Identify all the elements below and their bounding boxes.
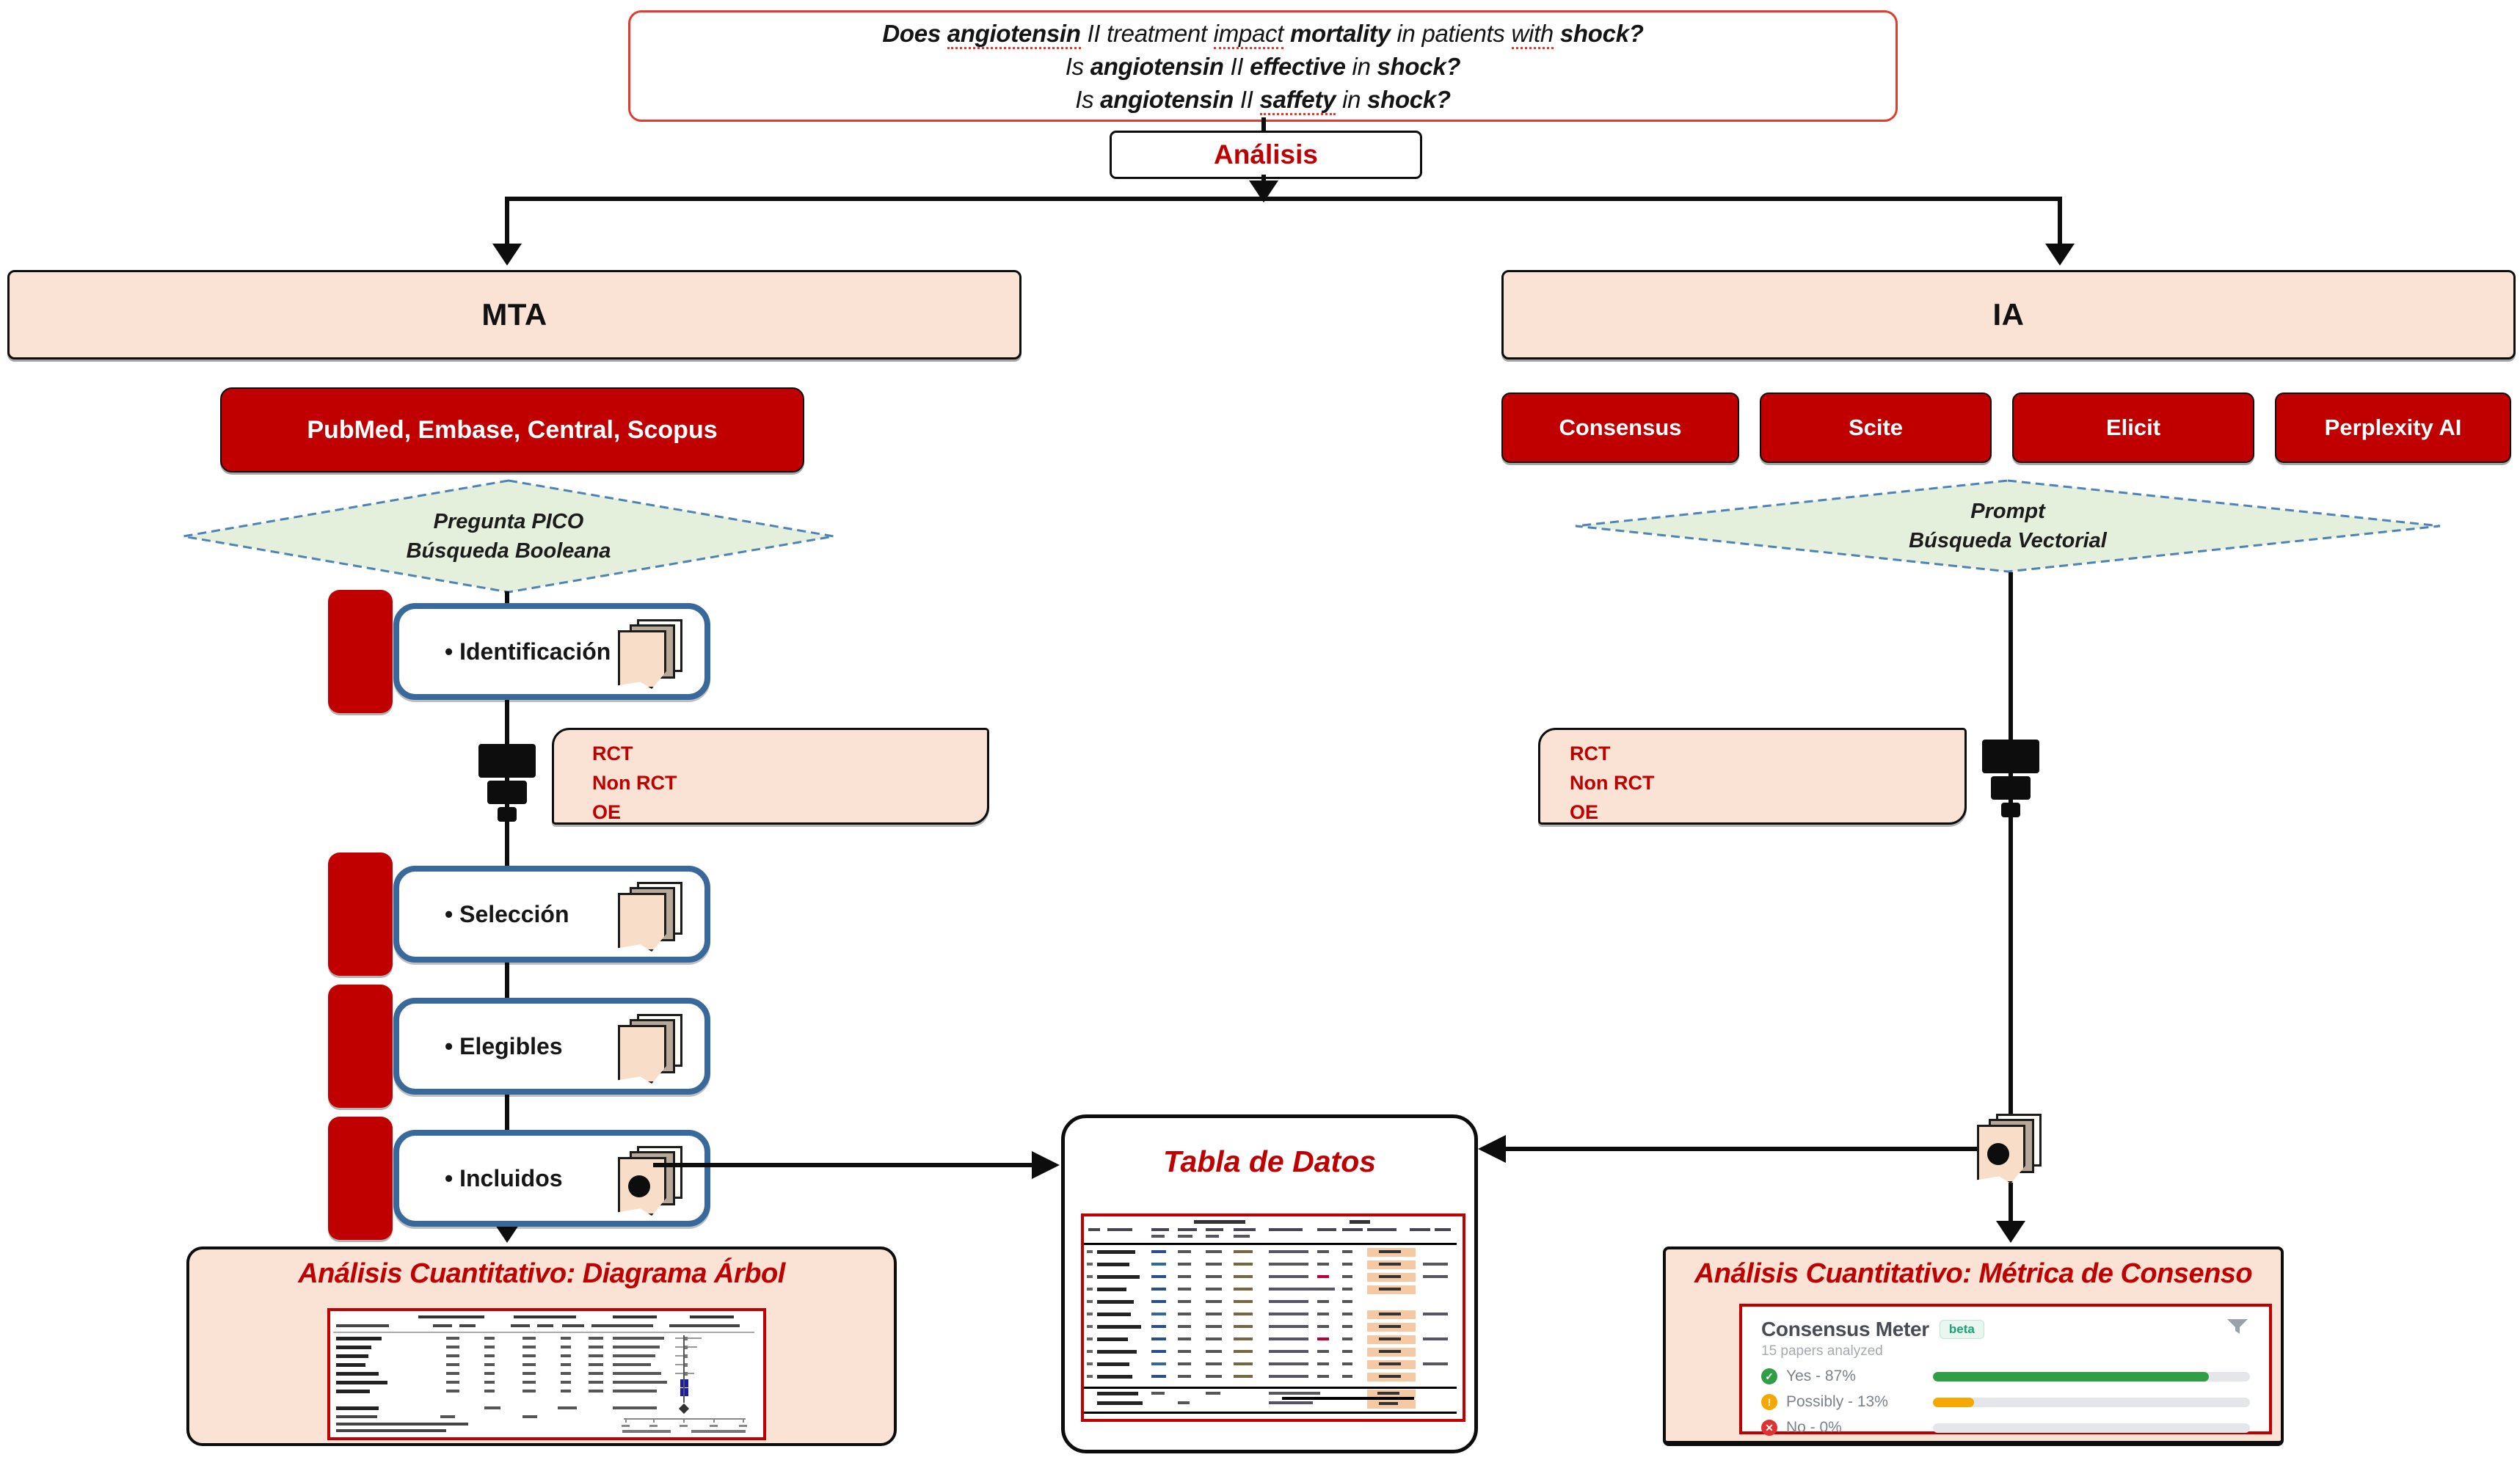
step-incluidos-label: • Incluidos [445,1164,563,1191]
meter-bar-fill [1933,1371,2209,1381]
beta-badge: beta [1939,1319,1984,1339]
tool-perplexity: Perplexity AI [2275,393,2511,463]
meter-row-label: Possibly - 13% [1786,1393,1888,1410]
tool-elicit: Elicit [2012,393,2254,463]
arrow-into-table-right-icon [1478,1135,1506,1163]
meter-row-no: ✕ No - 0% [1761,1419,2250,1437]
arrow-into-mta-icon [492,244,522,266]
documents-icon [616,882,687,955]
meter-row-label: Yes - 87% [1786,1368,1856,1384]
no-dot-icon: ✕ [1761,1420,1777,1436]
split-horizontal-line [505,197,2062,201]
ia-filter-note-line2: Non RCT [1570,772,1655,794]
mta-strategy-diamond: Pregunta PICO Búsqueda Booleana [181,478,837,594]
mta-filter-note-line3: OE [592,801,622,823]
arrow-into-table-left-icon [1032,1151,1060,1179]
diamond-shape-icon [1575,479,2441,573]
meter-bar-track [1933,1371,2250,1381]
documents-ia-icon [1975,1114,2046,1187]
question-line-3: Is angiotensin II saffety in shock? [630,83,1896,116]
mta-diamond-line2: Búsqueda Booleana [406,539,611,563]
mta-header: MTA [7,270,1022,359]
ia-diamond-line1: Prompt [1970,500,2045,523]
ia-header: IA [1501,270,2516,359]
ia-result-title: Análisis Cuantitativo: Métrica de Consen… [1694,1258,2253,1289]
ia-filter-note-line1: RCT [1570,742,1611,764]
ia-spine-lower-line [2009,1183,2013,1221]
filter-funnel-icon [478,744,536,825]
meter-filter-icon[interactable] [2225,1317,2250,1341]
meter-row-possibly: ! Possibly - 13% [1761,1393,2250,1411]
filter-funnel-icon [1981,740,2040,820]
step-identificacion-label: • Identificación [445,638,611,665]
arrow-into-ia-icon [2045,244,2075,266]
research-question-box: Does angiotensin II treatment impact mor… [628,10,1898,122]
mta-sources-box: PubMed, Embase, Central, Scopus [220,387,804,472]
data-table-box: Tabla de Datos [1061,1114,1478,1453]
step-seleccion: • Selección [393,866,710,963]
step-elegibles: • Elegibles [393,998,710,1095]
ia-result-box: Análisis Cuantitativo: Métrica de Consen… [1663,1247,2284,1446]
step-identificacion: • Identificación [393,603,710,700]
step-tab-incluidos [328,1117,393,1240]
meter-row-label: No - 0% [1786,1419,1842,1436]
mta-filter-note-line1: RCT [592,742,633,764]
mta-result-box: Análisis Cuantitativo: Diagrama Árbol [186,1247,897,1446]
step-incluidos: • Incluidos [393,1130,710,1227]
connector-ia-table [1506,1147,2011,1151]
ia-diamond-line2: Búsqueda Vectorial [1909,529,2107,552]
yes-dot-icon: ✓ [1761,1368,1777,1384]
connector-analysis-stem [1261,175,1266,185]
papers-analyzed-label: 15 papers analyzed [1761,1343,1883,1359]
tool-scite: Scite [1760,393,1992,463]
split-left-drop [505,197,509,245]
step-tab-identificacion [328,590,393,713]
documents-icon [616,1014,687,1087]
ia-spine-line [2009,572,2013,1130]
documents-included-icon [616,1146,687,1219]
tool-consensus: Consensus [1501,393,1739,463]
mta-result-title: Análisis Cuantitativo: Diagrama Árbol [298,1258,785,1289]
ia-filter-note: RCT Non RCT OE [1538,728,1967,825]
question-line-1: Does angiotensin II treatment impact mor… [630,17,1896,50]
consensus-meter-title: Consensus Meter [1761,1317,1929,1340]
step-seleccion-label: • Selección [445,900,569,927]
meter-bar-track [1933,1397,2250,1407]
forest-plot-thumbnail [327,1308,766,1440]
consensus-meter: Consensus Meter beta 15 papers analyzed … [1739,1304,2272,1437]
arrow-into-ia-result-icon [1996,1221,2025,1243]
mta-filter-note-line2: Non RCT [592,772,677,794]
connector-incluidos-table [653,1163,1032,1167]
meter-bar-track [1933,1423,2250,1433]
connector-question-analysis [1261,117,1266,132]
meter-bar-fill [1933,1397,1975,1407]
documents-icon [616,619,687,693]
question-line-2: Is angiotensin II effective in shock? [1065,52,1461,80]
ia-filter-note-line3: OE [1570,801,1599,823]
meter-row-yes: ✓ Yes - 87% [1761,1368,2250,1385]
mta-filter-note: RCT Non RCT OE [552,728,989,825]
step-elegibles-label: • Elegibles [445,1032,563,1059]
analysis-node: Análisis [1110,131,1422,179]
data-table-thumbnail [1081,1213,1465,1422]
step-tab-elegibles [328,985,393,1108]
step-tab-seleccion [328,853,393,976]
split-right-drop [2058,197,2062,245]
mta-diamond-line1: Pregunta PICO [433,510,584,533]
ia-strategy-diamond: Prompt Búsqueda Vectorial [1573,478,2443,574]
data-table-title: Tabla de Datos [1162,1145,1377,1178]
possibly-dot-icon: ! [1761,1394,1777,1410]
